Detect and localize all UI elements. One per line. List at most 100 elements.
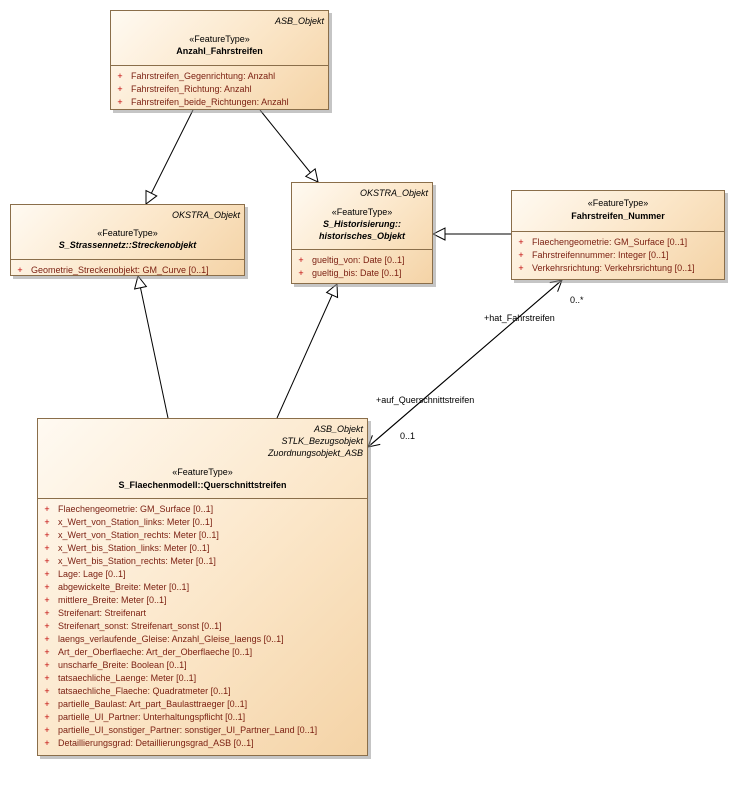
attribute-text: mittlere_Breite: Meter [0..1]	[58, 595, 167, 605]
association-fnum-to-quer	[367, 279, 563, 448]
association-multiplicity-source: 0..1	[400, 431, 416, 441]
attribute-row[interactable]: +Verkehrsrichtung: Verkehrsrichtung [0..…	[512, 262, 724, 275]
visibility-marker: +	[44, 530, 50, 540]
class-name: S_Historisierung::	[322, 219, 401, 229]
visibility-marker: +	[44, 504, 50, 514]
attribute-row[interactable]: +Lage: Lage [0..1]	[38, 568, 367, 581]
association-role-auf-querschnittstreifen: +auf_Querschnittstreifen	[376, 395, 475, 405]
visibility-marker: +	[117, 84, 123, 94]
generalization-anzahl-to-strecke	[146, 109, 194, 204]
visibility-marker: +	[44, 738, 50, 748]
visibility-marker: +	[117, 71, 123, 81]
visibility-marker: +	[44, 608, 50, 618]
attribute-text: Fahrstreifen_Gegenrichtung: Anzahl	[131, 71, 276, 81]
attribute-row[interactable]: +Fahrstreifen_beide_Richtungen: Anzahl	[111, 96, 328, 109]
class-name: Fahrstreifen_Nummer	[571, 211, 665, 221]
parent-class: OKSTRA_Objekt	[171, 210, 240, 220]
stereotype-label: «FeatureType»	[587, 198, 649, 208]
visibility-marker: +	[44, 647, 50, 657]
attribute-text: Fahrstreifen_beide_Richtungen: Anzahl	[131, 97, 289, 107]
attribute-row[interactable]: + Flaechengeometrie: GM_Surface [0..1]	[38, 503, 367, 516]
visibility-marker: +	[44, 673, 50, 683]
attribute-row[interactable]: + partielle_UI_sonstiger_Partner: sonstig…	[38, 724, 367, 737]
attribute-list: +gueltig_von: Date [0..1] +gueltig_bis: …	[292, 250, 432, 280]
attribute-text: Geometrie_Streckenobjekt: GM_Curve [0..1…	[31, 265, 209, 275]
attribute-row[interactable]: +Fahrstreifen_Richtung: Anzahl	[111, 83, 328, 96]
visibility-marker: +	[44, 725, 50, 735]
attribute-row[interactable]: +mittlere_Breite: Meter [0..1]	[38, 594, 367, 607]
attribute-row[interactable]: + unscharfe_Breite: Boolean [0..1]	[38, 659, 367, 672]
attribute-text: Streifenart_sonst: Streifenart_sonst [0.…	[58, 621, 222, 631]
attribute-row[interactable]: +Fahrstreifennummer: Integer [0..1]	[512, 249, 724, 262]
attribute-row[interactable]: + tatsaechliche_Flaeche: Quadratmeter [0.…	[38, 685, 367, 698]
attribute-row[interactable]: + abgewickelte_Breite: Meter [0..1]	[38, 581, 367, 594]
attribute-row[interactable]: + tatsaechliche_Laenge: Meter [0..1]	[38, 672, 367, 685]
attribute-row[interactable]: +laengs_verlaufende_Gleise: Anzahl_Gleis…	[38, 633, 367, 646]
attribute-row[interactable]: + Detaillierungsgrad: Detaillierungsgrad_…	[38, 737, 367, 750]
attribute-text: Art_der_Oberflaeche: Art_der_Oberflaeche…	[58, 647, 253, 657]
attribute-row[interactable]: +partielle_UI_Partner: Unterhaltungspfli…	[38, 711, 367, 724]
association-quer-to-fnum	[367, 279, 563, 448]
class-name: S_Strassennetz::Streckenobjekt	[58, 240, 197, 250]
class-name: Anzahl_Fahrstreifen	[176, 46, 263, 56]
class-header: ASB_Objekt STLK_Bezugsobjekt Zuordnungso…	[38, 419, 367, 499]
visibility-marker: +	[44, 582, 50, 592]
attribute-text: unscharfe_Breite: Boolean [0..1]	[58, 660, 187, 670]
attribute-text: Flaechengeometrie: GM_Surface [0..1]	[58, 504, 214, 514]
stereotype-label: «FeatureType»	[97, 228, 158, 238]
attribute-row[interactable]: +partielle_Baulast: Art_part_Baulasttrae…	[38, 698, 367, 711]
stereotype-label: «FeatureType»	[331, 207, 393, 217]
visibility-marker: +	[518, 263, 524, 273]
attribute-row[interactable]: + x_Wert_bis_Station_rechts: Meter [0..1]	[38, 555, 367, 568]
attribute-row[interactable]: +x_Wert_bis_Station_links: Meter [0..1]	[38, 542, 367, 555]
attribute-row[interactable]: +Streifenart_sonst: Streifenart_sonst [0…	[38, 620, 367, 633]
parent-class-list: OKSTRA_Objekt	[360, 187, 428, 199]
attribute-row[interactable]: + Streifenart: Streifenart	[38, 607, 367, 620]
visibility-marker: +	[44, 686, 50, 696]
attribute-row[interactable]: +Geometrie_Streckenobjekt: GM_Curve [0..…	[11, 264, 244, 277]
parent-class: ASB_Objekt	[274, 16, 324, 26]
attribute-row[interactable]: +Flaechengeometrie: GM_Surface [0..1]	[512, 236, 724, 249]
attribute-row[interactable]: +gueltig_bis: Date [0..1]	[292, 267, 432, 280]
attribute-row[interactable]: + Art_der_Oberflaeche: Art_der_Oberflaech…	[38, 646, 367, 659]
attribute-text: tatsaechliche_Laenge: Meter [0..1]	[58, 673, 197, 683]
visibility-marker: +	[44, 660, 50, 670]
attribute-list: +Flaechengeometrie: GM_Surface [0..1] +F…	[512, 232, 724, 275]
generalization-anzahl-to-hist	[259, 109, 318, 182]
class-name-continued: historisches_Objekt	[318, 231, 406, 241]
class-querschnittstreifen[interactable]: ASB_Objekt STLK_Bezugsobjekt Zuordnungso…	[37, 418, 368, 756]
class-anzahl-fahrstreifen[interactable]: ASB_Objekt «FeatureType» Anzahl_Fahrstre…	[110, 10, 329, 110]
attribute-text: x_Wert_von_Station_links: Meter [0..1]	[58, 517, 213, 527]
visibility-marker: +	[44, 543, 50, 553]
stereotype-label: «FeatureType»	[172, 467, 233, 477]
attribute-row[interactable]: + Fahrstreifen_Gegenrichtung: Anzahl	[111, 70, 328, 83]
visibility-marker: +	[44, 556, 50, 566]
visibility-marker: +	[44, 634, 50, 644]
class-streckenobjekt[interactable]: OKSTRA_Objekt «FeatureType» S_Strassenne…	[10, 204, 245, 276]
class-name: S_Flaechenmodell::Querschnittstreifen	[118, 480, 287, 490]
attribute-text: partielle_UI_Partner: Unterhaltungspflic…	[58, 712, 246, 722]
attribute-text: partielle_UI_sonstiger_Partner: sonstige…	[58, 725, 318, 735]
attribute-text: gueltig_von: Date [0..1]	[312, 255, 405, 265]
generalization-quer-to-strecke	[138, 276, 169, 419]
attribute-text: Streifenart: Streifenart	[58, 608, 147, 618]
class-fahrstreifen-nummer[interactable]: «FeatureType» Fahrstreifen_Nummer +Flaec…	[511, 190, 725, 280]
attribute-row[interactable]: +x_Wert_von_Station_rechts: Meter [0..1]	[38, 529, 367, 542]
class-header: OKSTRA_Objekt «FeatureType» S_Strassenne…	[11, 205, 244, 260]
visibility-marker: +	[44, 699, 50, 709]
attribute-row[interactable]: +gueltig_von: Date [0..1]	[292, 254, 432, 267]
parent-class: Zuordnungsobjekt_ASB	[267, 448, 363, 458]
class-historisches-objekt[interactable]: OKSTRA_Objekt «FeatureType» S_Historisie…	[291, 182, 433, 284]
visibility-marker: +	[44, 517, 50, 527]
parent-class: STLK_Bezugsobjekt	[281, 436, 363, 446]
attribute-list: +Flaechengeometrie: GM_Surface [0..1] +x…	[38, 499, 367, 750]
class-header: OKSTRA_Objekt «FeatureType» S_Historisie…	[292, 183, 432, 250]
parent-class: OKSTRA_Objekt	[359, 188, 428, 198]
attribute-row[interactable]: + x_Wert_von_Station_links: Meter [0..1]	[38, 516, 367, 529]
visibility-marker: +	[44, 569, 50, 579]
attribute-text: x_Wert_bis_Station_rechts: Meter [0..1]	[58, 556, 216, 566]
attribute-text: Detaillierungsgrad: Detaillierungsgrad_A…	[58, 738, 254, 748]
attribute-text: tatsaechliche_Flaeche: Quadratmeter [0..…	[58, 686, 231, 696]
attribute-text: abgewickelte_Breite: Meter [0..1]	[58, 582, 190, 592]
generalization-quer-to-hist	[276, 284, 337, 419]
